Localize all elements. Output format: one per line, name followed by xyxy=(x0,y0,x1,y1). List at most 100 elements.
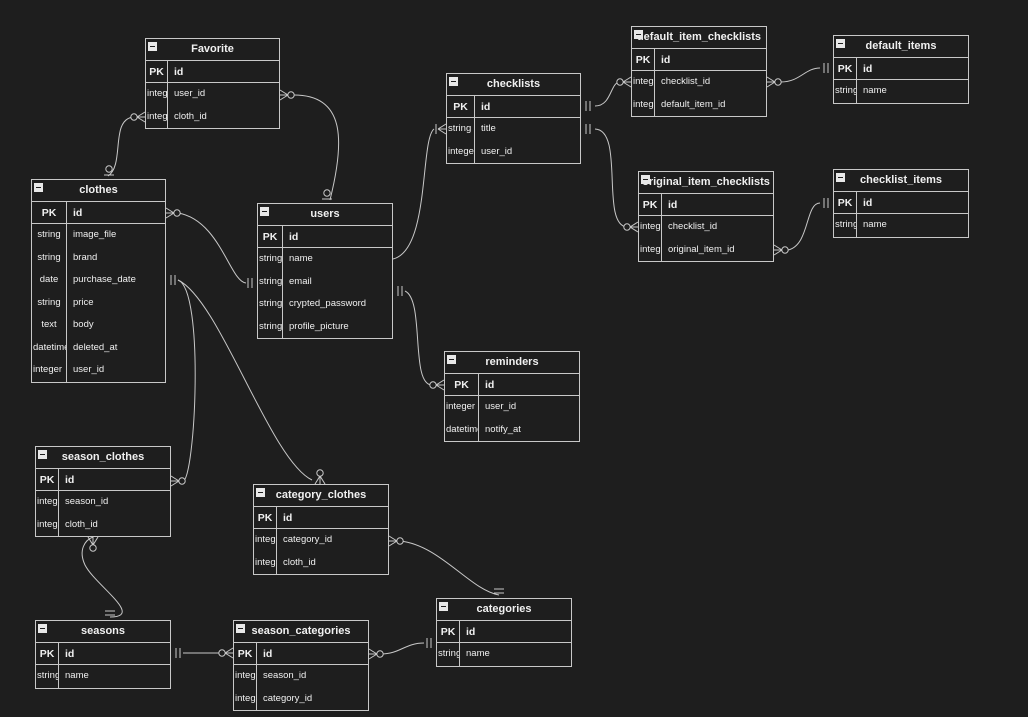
collapse-icon[interactable] xyxy=(449,77,458,86)
table-original-item-checklists[interactable]: original_item_checklistsPKidintegercheck… xyxy=(638,171,774,262)
seasons-season-clothes-to-crow xyxy=(87,536,94,546)
column-type: string xyxy=(258,270,283,293)
collapse-icon[interactable] xyxy=(34,183,43,192)
table-title[interactable]: seasons xyxy=(36,621,170,643)
column-row[interactable]: integercloth_id xyxy=(36,513,170,536)
column-row[interactable]: integerchecklist_id xyxy=(639,216,773,239)
column-row[interactable]: integercloth_id xyxy=(254,551,388,574)
collapse-icon[interactable] xyxy=(641,175,650,184)
key-label: PK xyxy=(146,61,168,82)
column-row[interactable]: integercategory_id xyxy=(234,687,368,710)
column-row[interactable]: integercloth_id xyxy=(146,105,279,128)
column-row[interactable]: string price xyxy=(32,291,165,314)
column-name: price xyxy=(73,296,94,308)
collapse-icon[interactable] xyxy=(260,207,269,216)
table-title[interactable]: season_clothes xyxy=(36,447,170,469)
table-title[interactable]: reminders xyxy=(445,352,579,374)
table-title[interactable]: users xyxy=(258,204,392,226)
table-season-categories[interactable]: season_categoriesPKidintegerseason_idint… xyxy=(233,620,369,711)
column-type: text xyxy=(32,314,67,337)
primary-key-row[interactable]: PK id xyxy=(146,61,279,83)
collapse-icon[interactable] xyxy=(38,450,47,459)
collapse-icon[interactable] xyxy=(836,173,845,182)
collapse-icon[interactable] xyxy=(836,39,845,48)
column-name: notify_at xyxy=(485,423,521,435)
table-category-clothes[interactable]: category_clothesPKidintegercategory_idin… xyxy=(253,484,389,575)
column-type: string xyxy=(32,291,67,314)
column-type: integer xyxy=(234,687,257,710)
column-row[interactable]: integerseason_id xyxy=(36,491,170,514)
column-type: date xyxy=(32,269,67,292)
collapse-icon[interactable] xyxy=(256,488,265,497)
column-row[interactable]: integerseason_id xyxy=(234,665,368,688)
table-season-clothes[interactable]: season_clothesPKidintegerseason_idintege… xyxy=(35,446,171,537)
collapse-icon[interactable] xyxy=(236,624,245,633)
table-title[interactable]: season_categories xyxy=(234,621,368,643)
table-title[interactable]: Favorite xyxy=(146,39,279,61)
table-title[interactable]: original_item_checklists xyxy=(639,172,773,194)
collapse-icon[interactable] xyxy=(38,624,47,633)
column-name: id xyxy=(174,66,184,78)
table-title[interactable]: checklist_items xyxy=(834,170,968,192)
column-row[interactable]: string email xyxy=(258,270,392,293)
table-title[interactable]: clothes xyxy=(32,180,165,202)
column-row[interactable]: integerchecklist_id xyxy=(632,71,766,94)
table-title[interactable]: default_item_checklists xyxy=(632,27,766,49)
column-name: email xyxy=(289,275,312,287)
collapse-icon[interactable] xyxy=(634,30,643,39)
table-title[interactable]: category_clothes xyxy=(254,485,388,507)
table-default-item-checklists[interactable]: default_item_checklistsPKidintegercheckl… xyxy=(631,26,767,117)
table-title[interactable]: checklists xyxy=(447,74,580,96)
default-item-checklists-default-items-from-circle xyxy=(774,78,782,86)
table-title[interactable]: default_items xyxy=(834,36,968,58)
collapse-icon[interactable] xyxy=(439,602,448,611)
column-row[interactable]: integerdefault_item_id xyxy=(632,93,766,116)
collapse-icon[interactable] xyxy=(447,355,456,364)
table-title[interactable]: categories xyxy=(437,599,571,621)
users-checklists-to-crow xyxy=(437,123,447,130)
collapse-icon[interactable] xyxy=(148,42,157,51)
column-row[interactable]: integeroriginal_item_id xyxy=(639,238,773,261)
column-row[interactable]: integercategory_id xyxy=(254,529,388,552)
